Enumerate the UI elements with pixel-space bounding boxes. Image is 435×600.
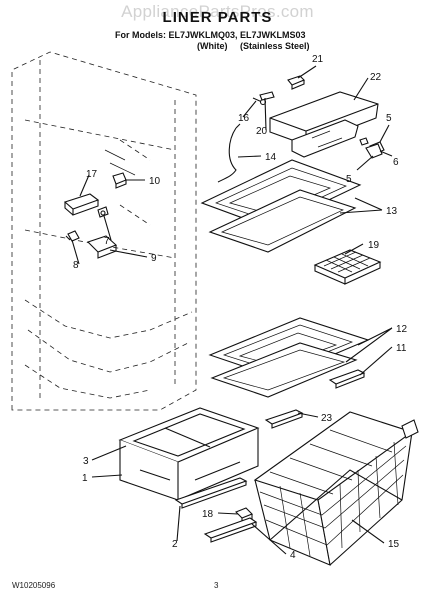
callout-18: 18: [202, 509, 214, 520]
callout-20: 20: [256, 126, 268, 137]
part-11-rail: [328, 369, 366, 389]
callout-17: 17: [86, 169, 98, 180]
liner-outline: [11, 51, 197, 411]
callout-8: 8: [73, 260, 79, 271]
part-8-bulb: [65, 230, 80, 242]
part-17-light-housing: [63, 193, 100, 216]
callout-numbers: 21 22 16 20 5 6 14 5 17 10 13 7 19 8 9 12 11 23 3 1 18 2 4 15: [73, 54, 408, 561]
callout-10: 10: [149, 176, 161, 187]
callout-11: 11: [396, 343, 407, 354]
part-21-bracket: [287, 75, 305, 90]
callout-5: 5: [386, 113, 392, 124]
callout-2: 2: [172, 539, 178, 550]
variant-stainless: (Stainless Steel): [240, 41, 310, 51]
callout-1: 1: [82, 473, 88, 484]
part-2-rail: [174, 477, 248, 509]
callout-3: 3: [83, 456, 89, 467]
page-title: LINER PARTS: [162, 9, 273, 26]
callout-9: 9: [151, 253, 157, 264]
callout-22: 22: [370, 72, 382, 83]
callout-6: 6: [393, 157, 399, 168]
leader-lines: [71, 65, 393, 555]
part-13-glass-shelves: [200, 159, 362, 253]
callout-21: 21: [312, 54, 324, 65]
callout-19: 19: [368, 240, 380, 251]
models-line: For Models: EL7JWKLMQ03, EL7JWKLMS03: [115, 30, 306, 40]
callout-23: 23: [321, 413, 333, 424]
callout-13: 13: [386, 206, 398, 217]
part-3-1-bin: [118, 407, 260, 501]
variant-white: (White): [197, 41, 228, 51]
watermark: AppliancePartsPros.com: [121, 2, 314, 21]
callout-4: 4: [290, 550, 296, 561]
part-19-ice-tray: [313, 249, 382, 285]
part-10-switch: [112, 172, 127, 189]
part-12-lower-shelves: [208, 317, 370, 398]
part-14-wire: [217, 123, 241, 183]
part-7-socket: [97, 206, 109, 218]
part-15-wire-basket: [253, 411, 419, 566]
callout-14: 14: [265, 152, 277, 163]
part-9-cover: [86, 235, 118, 259]
part-23-rail: [264, 409, 304, 429]
callout-5: 5: [346, 174, 352, 185]
callout-15: 15: [388, 539, 400, 550]
part-22-tray: [269, 91, 379, 158]
callout-12: 12: [396, 324, 408, 335]
callout-16: 16: [238, 113, 250, 124]
callout-7: 7: [104, 236, 110, 247]
doc-number: W10205096: [12, 581, 56, 590]
part-4-rail: [203, 517, 258, 543]
page-number: 3: [214, 581, 219, 590]
part-20-clip: [259, 91, 275, 101]
